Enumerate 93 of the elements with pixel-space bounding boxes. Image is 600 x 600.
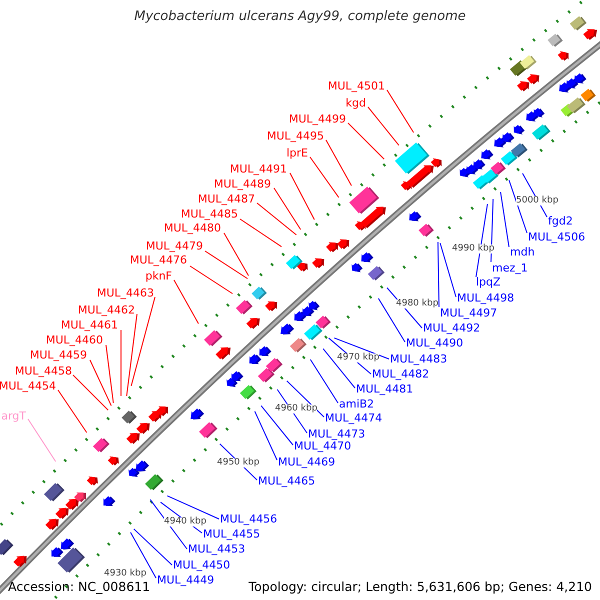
leader-line — [378, 298, 406, 342]
leader-line — [240, 218, 282, 248]
gene-label: argT — [1, 410, 26, 422]
gene-label: MUL_4495 — [266, 130, 324, 142]
leader-line — [326, 140, 352, 186]
gene-label: MUL_4456 — [220, 514, 278, 524]
gene-label: lpqZ — [476, 276, 501, 288]
leader-line — [440, 242, 456, 298]
info-text: Topology: circular; Length: 5,631,606 bp; Genes: 4,210 — [248, 581, 592, 594]
gene-label: MUL_4487 — [198, 194, 255, 204]
tick-label: 4960 kbp — [275, 404, 318, 414]
leader-line — [368, 106, 400, 146]
leader-line — [72, 374, 109, 411]
tick-label: 4930 kbp — [104, 570, 146, 578]
gene-label: MUL_4459 — [30, 350, 87, 360]
leader-line — [106, 344, 114, 404]
leader-line — [133, 528, 172, 566]
gene-label: MUL_4480 — [164, 222, 221, 234]
gene-label: MUL_4465 — [258, 476, 316, 486]
gene-label: MUL_4497 — [440, 308, 498, 318]
tick-label: 4940 kbp — [164, 518, 206, 526]
tick-label: 4970 kbp — [337, 354, 380, 362]
leader-line — [334, 337, 390, 360]
gene-label: MUL_4498 — [457, 292, 514, 304]
gene-label: MUL_4506 — [528, 232, 586, 242]
gene-label: MUL_4474 — [325, 412, 382, 424]
gene-label: MUL_4455 — [203, 528, 260, 540]
gene-label: MUL_4485 — [180, 208, 238, 220]
leader-line — [58, 390, 88, 433]
tick-label: 5000 kbp — [516, 196, 558, 206]
map-title: Mycobacterium ulcerans Agy99, complete genome — [134, 10, 466, 23]
leader-line — [120, 330, 122, 396]
leader-line — [126, 314, 138, 396]
tick-label: 4990 kbp — [452, 244, 494, 254]
leader-line — [204, 250, 248, 280]
gene-label: MUL_4473 — [308, 428, 366, 440]
gene-label: mdh — [510, 246, 535, 258]
gene-label: pknF — [145, 270, 172, 282]
gene-label: amiB2 — [339, 398, 374, 410]
gene-label: fgd2 — [548, 216, 573, 226]
tick-label: 4980 kbp — [396, 300, 438, 308]
gene-label: MUL_4501 — [328, 80, 385, 92]
leader-line — [28, 418, 56, 462]
leader-line — [437, 242, 440, 308]
leader-line — [310, 358, 338, 404]
gene-label: MUL_4470 — [294, 440, 352, 452]
leader-line — [322, 348, 356, 388]
gene-label: MUL_4450 — [173, 560, 230, 570]
gene-label: MUL_4492 — [423, 322, 480, 334]
leader-line — [224, 232, 249, 276]
leader-line — [310, 156, 340, 198]
leader-line — [274, 188, 302, 230]
gene-label: MUL_4454 — [0, 380, 56, 392]
gene-label: lprE — [286, 148, 308, 158]
leader-line — [490, 198, 494, 262]
leader-line — [256, 202, 297, 236]
gene-label: MUL_4490 — [406, 338, 464, 348]
gene-label: MUL_4461 — [60, 320, 118, 330]
gene-label: MUL_4449 — [157, 574, 214, 586]
gene-label: MUL_4481 — [356, 384, 414, 394]
gene-label: mez_1 — [492, 262, 528, 274]
gene-label: MUL_4483 — [390, 354, 448, 364]
leader-line — [260, 405, 294, 446]
leader-line — [174, 280, 199, 324]
gene-label: MUL_4499 — [288, 114, 346, 124]
gene-label: MUL_4462 — [78, 304, 135, 316]
gene-label: MUL_4482 — [372, 368, 430, 380]
leader-line — [476, 204, 488, 278]
leader-line — [500, 192, 510, 248]
gene-label: kgd — [346, 98, 366, 108]
leader-line — [190, 266, 234, 294]
leader-line — [254, 410, 278, 460]
gene-label: MUL_4469 — [278, 456, 336, 468]
gene-label: MUL_4460 — [46, 334, 103, 346]
gene-label: MUL_4463 — [96, 288, 154, 298]
leader-line — [286, 380, 324, 418]
leader-line — [150, 499, 188, 550]
gene-label: MUL_4458 — [14, 366, 72, 376]
gene-label: MUL_4476 — [130, 254, 187, 266]
gene-label: MUL_4453 — [188, 544, 246, 554]
info-text: Accession: NC_008611 — [8, 581, 150, 594]
leader-line — [508, 180, 528, 234]
gene-label: MUL_4491 — [230, 164, 287, 174]
leader-line — [130, 296, 156, 386]
tick-label: 4950 kbp — [217, 458, 260, 468]
leader-line — [166, 495, 220, 520]
leader-line — [348, 122, 385, 160]
leader-line — [130, 532, 156, 578]
leader-line — [386, 90, 414, 134]
leader-line — [90, 360, 112, 406]
gene-label: MUL_4479 — [146, 240, 203, 252]
gene-label: MUL_4489 — [214, 178, 271, 190]
leader-line — [290, 172, 315, 220]
